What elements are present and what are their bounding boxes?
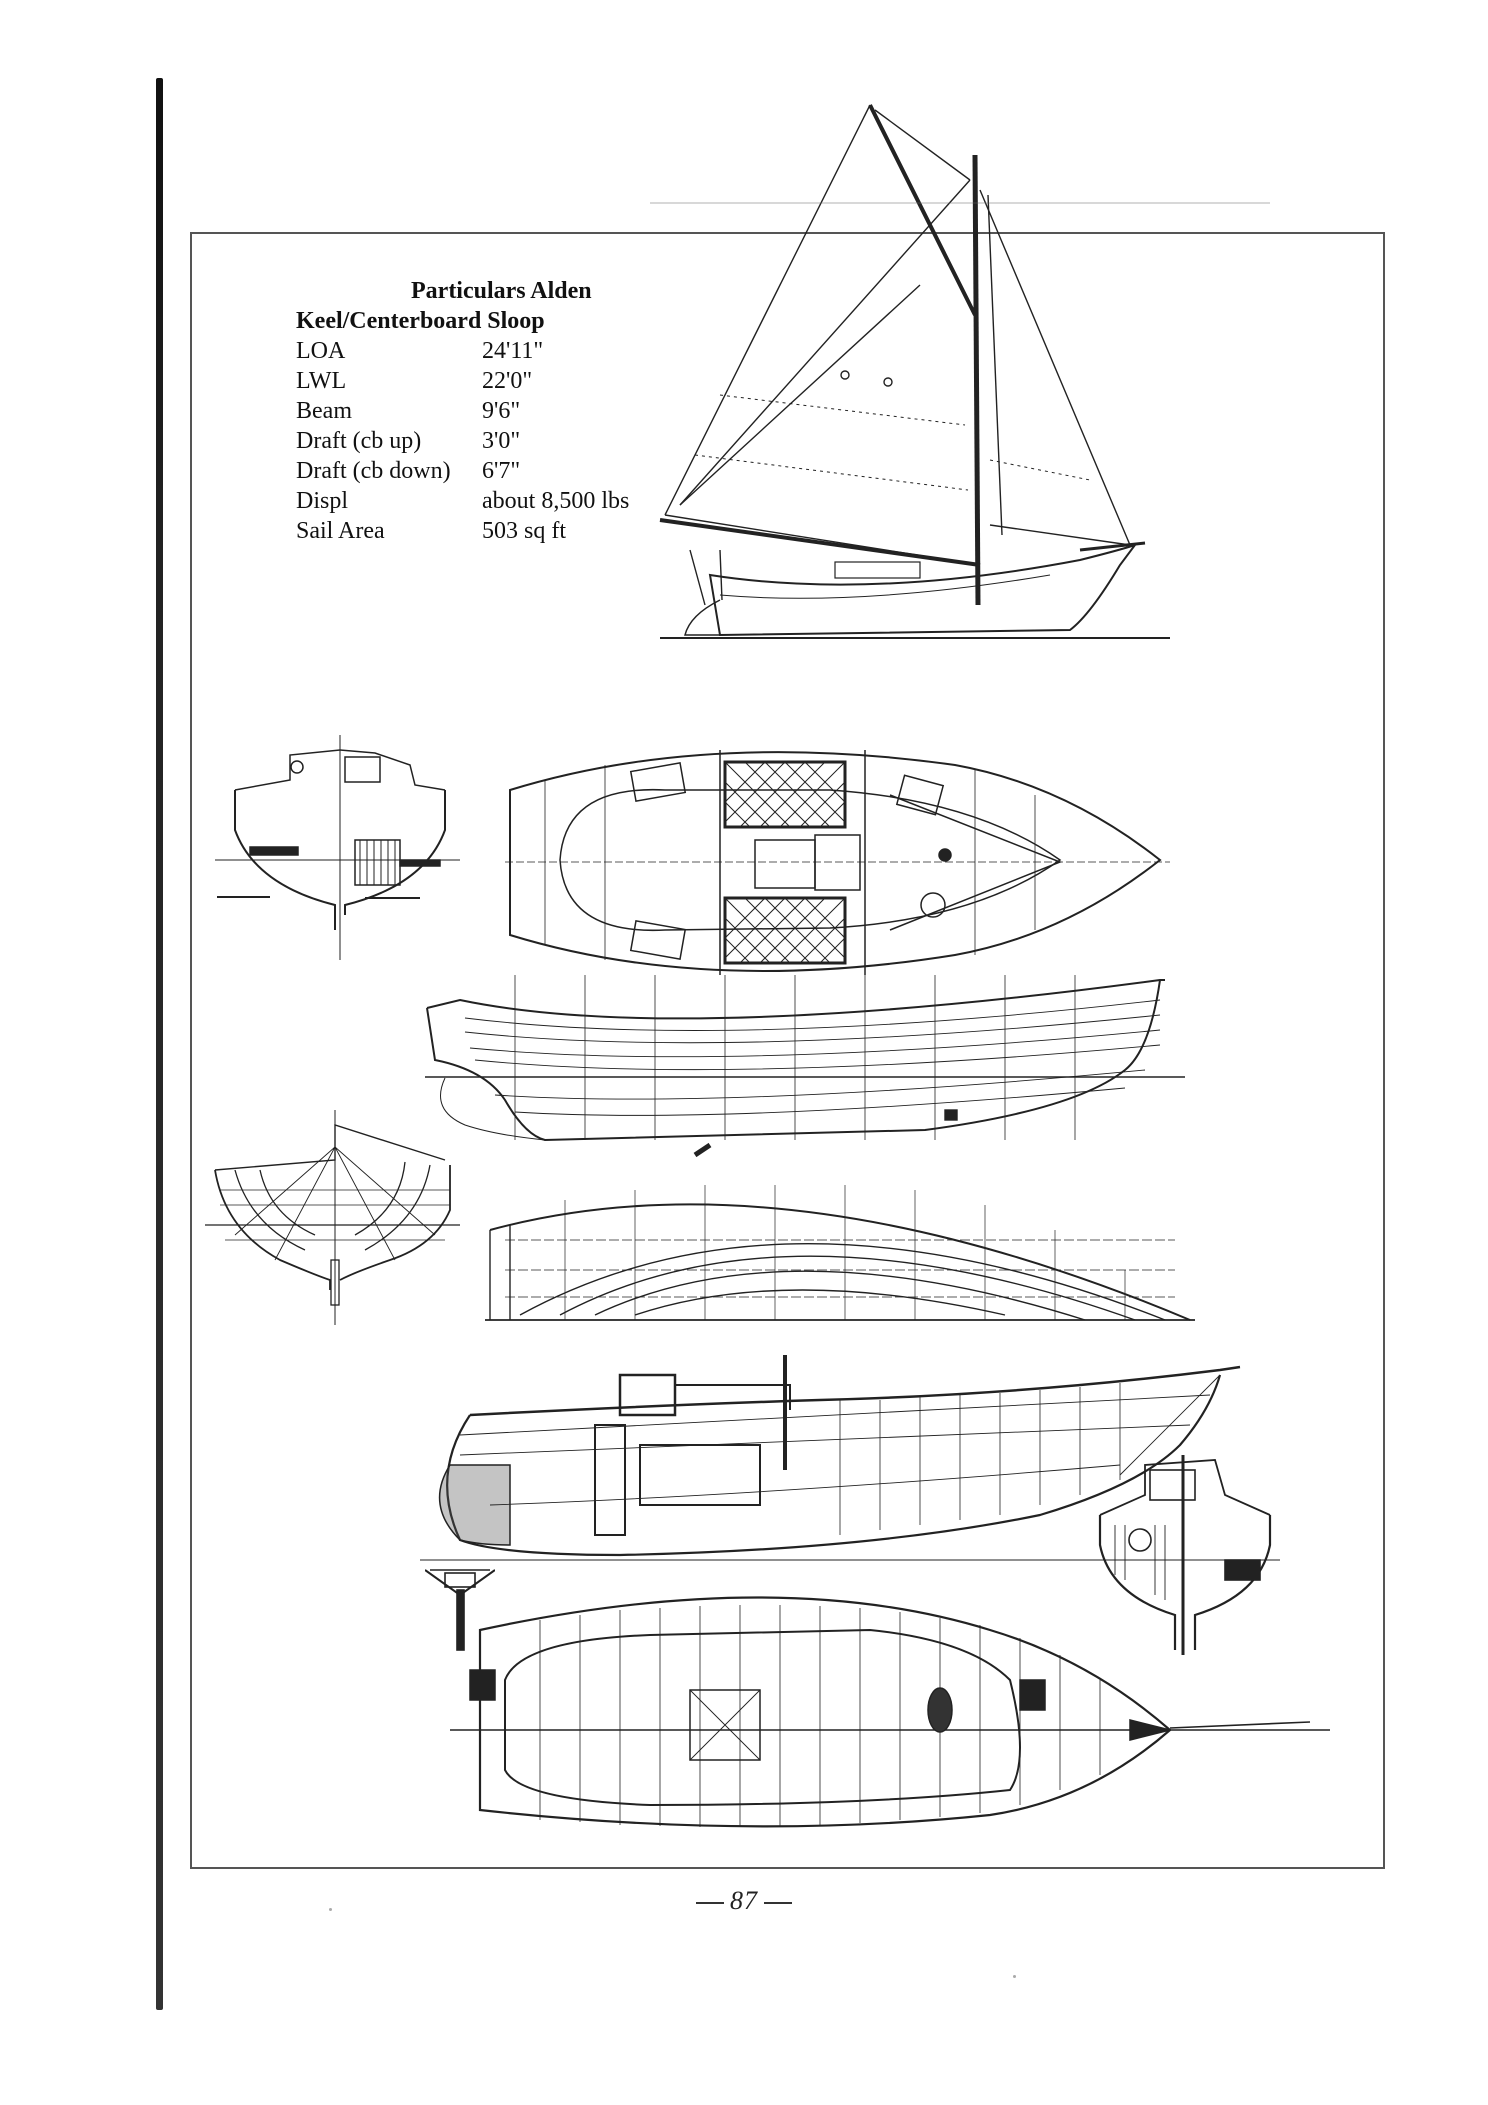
particulars-row: Beam 9'6"	[296, 396, 629, 426]
particulars-value: 503 sq ft	[482, 518, 566, 544]
particulars-row: LWL 22'0"	[296, 366, 629, 396]
particulars-label: Draft (cb down)	[296, 458, 451, 484]
particulars-label: Beam	[296, 398, 352, 424]
particulars-row: Draft (cb up) 3'0"	[296, 426, 629, 456]
particulars-value: 24'11"	[482, 338, 544, 364]
particulars-row: Sail Area 503 sq ft	[296, 516, 629, 546]
body-plan-drawing	[205, 1110, 460, 1325]
particulars-value: about 8,500 lbs	[482, 488, 630, 514]
half-breadth-plan-drawing	[485, 1185, 1195, 1325]
particulars-value: 3'0"	[482, 428, 521, 454]
construction-section-drawing	[1095, 1455, 1275, 1655]
construction-profile-drawing	[420, 1355, 1280, 1570]
sail-plan-drawing	[650, 95, 1270, 695]
page-number-dash-right	[764, 1902, 792, 1905]
page-number-text: 87	[730, 1886, 758, 1915]
scan-speck	[329, 1908, 332, 1911]
particulars-label: Displ	[296, 488, 349, 514]
particulars-title: Particulars Alden	[411, 278, 592, 304]
particulars-block: Particulars Alden Keel/Centerboard Sloop…	[296, 276, 629, 546]
deck-plan-drawing	[505, 740, 1170, 985]
particulars-label: LOA	[296, 338, 346, 364]
particulars-label: Sail Area	[296, 518, 385, 544]
particulars-value: 22'0"	[482, 368, 533, 394]
particulars-value: 6'7"	[482, 458, 521, 484]
hull-profile-lines-drawing	[425, 960, 1185, 1160]
particulars-row: Draft (cb down) 6'7"	[296, 456, 629, 486]
page-number: 87	[0, 1886, 1488, 1916]
particulars-value: 9'6"	[482, 398, 521, 424]
particulars-row: LOA 24'11"	[296, 336, 629, 366]
particulars-label: Draft (cb up)	[296, 428, 422, 454]
particulars-subtitle: Keel/Centerboard Sloop	[296, 308, 545, 334]
midship-section-small-drawing	[215, 735, 460, 960]
particulars-row: Displ about 8,500 lbs	[296, 486, 629, 516]
page-number-dash-left	[696, 1902, 724, 1905]
keel-section-small-drawing	[425, 1565, 495, 1655]
particulars-label: LWL	[296, 368, 347, 394]
page-binding-edge	[156, 78, 163, 2010]
scan-speck	[1013, 1975, 1016, 1978]
cushion-pattern	[723, 760, 847, 965]
plans-frame	[190, 232, 1385, 1869]
construction-plan-drawing	[450, 1580, 1330, 1830]
particulars-table: LOA 24'11" LWL 22'0" Beam 9'6" Draft (cb up…	[296, 336, 629, 546]
